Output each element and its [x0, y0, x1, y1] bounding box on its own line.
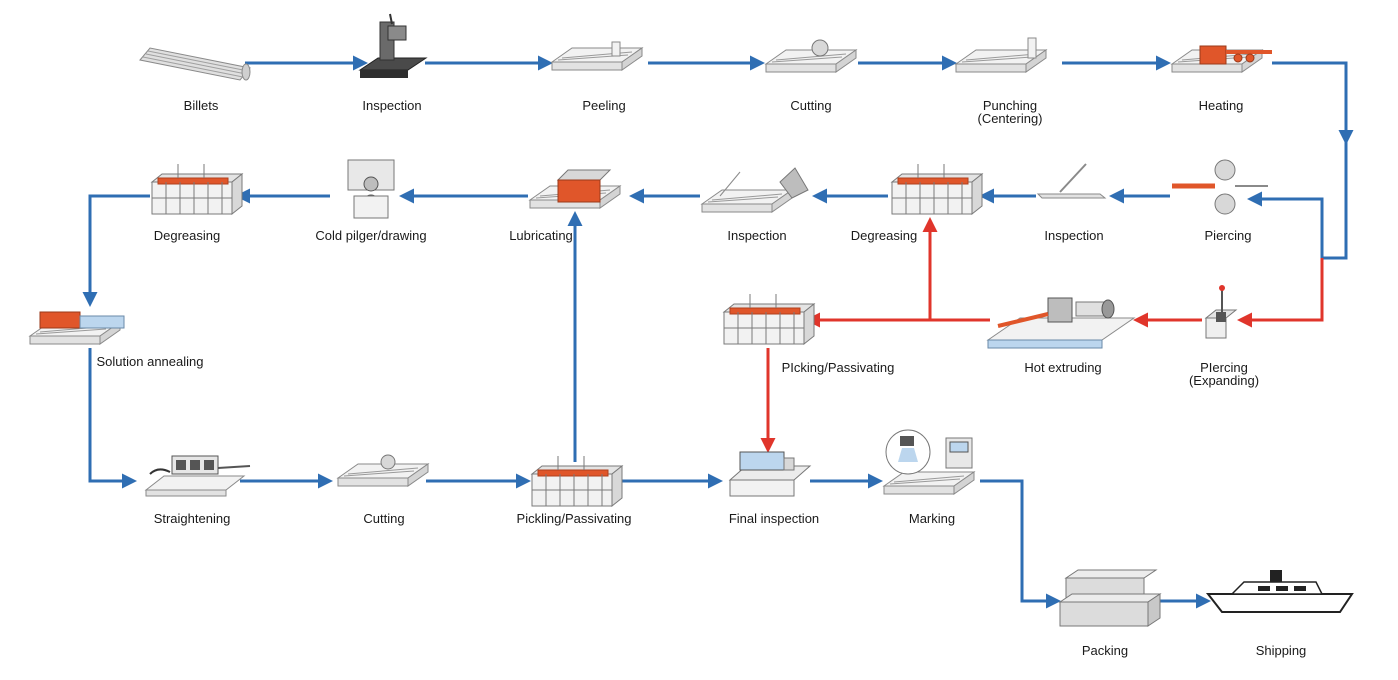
picking-passivating-tank-icon: [723, 293, 815, 345]
label-piercing: Piercing: [1205, 228, 1252, 243]
arrow-marking-packing: [980, 479, 1061, 609]
label-pickling-passivating: Pickling/Passivating: [517, 511, 632, 526]
piercing-mill-icon: [1172, 159, 1268, 215]
label-cutting-2: Cutting: [363, 511, 404, 526]
cutting-machine-icon-2: [337, 454, 429, 487]
inspection-machine-icon-3: [701, 167, 809, 213]
peeling-machine-icon: [551, 47, 643, 71]
label-solution-annealing: Solution annealing: [97, 354, 204, 369]
billets-icon: [139, 47, 251, 81]
marking-machine-icon: [883, 429, 975, 495]
inspection-station-icon: [358, 13, 428, 78]
punch-head-icon: [1027, 37, 1037, 59]
straightening-machine-icon: [144, 455, 251, 497]
label-marking: Marking: [909, 511, 955, 526]
ship-icon: [1205, 570, 1354, 613]
peeling-tool-icon: [611, 41, 621, 57]
label-shipping: Shipping: [1256, 643, 1307, 658]
label-picking-passivating: PIcking/Passivating: [782, 360, 895, 375]
label-punching: Punching: [983, 98, 1037, 113]
label-inspection-3: Inspection: [727, 228, 786, 243]
final-inspection-machine-icon: [728, 451, 812, 497]
label-piercing-expanding: PIercing: [1200, 360, 1248, 375]
arrow-into-piercing-expanding: [1237, 258, 1324, 328]
label-degreasing-2: Degreasing: [154, 228, 221, 243]
hot-extrusion-press-icon: [986, 297, 1136, 349]
label-degreasing-1: Degreasing: [851, 228, 918, 243]
cold-pilger-mill-icon: [347, 159, 395, 219]
cutting-machine-icon: [765, 49, 857, 73]
label-heating: Heating: [1199, 98, 1244, 113]
piercing-expanding-icon: [1204, 285, 1238, 339]
label-inspection-1: Inspection: [362, 98, 421, 113]
degreasing-tank-icon-1: [891, 163, 983, 215]
label-cold-pilger: Cold pilger/drawing: [315, 228, 426, 243]
arrow-degreasing-annealing: [82, 194, 150, 307]
label-packing: Packing: [1082, 643, 1128, 658]
label-piercing-expanding-sub: (Expanding): [1189, 373, 1259, 388]
label-peeling: Peeling: [582, 98, 625, 113]
label-final-inspection: Final inspection: [729, 511, 819, 526]
saw-blade-icon: [811, 39, 829, 57]
pickling-passivating-tank-icon: [531, 455, 623, 507]
line-right-column: [1322, 142, 1348, 260]
label-cutting-1: Cutting: [790, 98, 831, 113]
inspection-bench-icon-2: [1036, 163, 1107, 199]
packing-crates-icon: [1058, 569, 1162, 627]
arrow-into-piercing: [1247, 191, 1324, 258]
degreasing-tank-icon-2: [151, 163, 243, 215]
annealing-furnace-icon: [29, 311, 125, 345]
label-hot-extruding: Hot extruding: [1024, 360, 1101, 375]
label-lubricating: Lubricating: [509, 228, 573, 243]
label-straightening: Straightening: [154, 511, 231, 526]
step-labels: Billets Inspection Peeling Cutting Punch…: [97, 98, 1307, 658]
label-punching-sub: (Centering): [977, 111, 1042, 126]
hot-route-lines: [760, 217, 1324, 453]
label-inspection-2: Inspection: [1044, 228, 1103, 243]
heating-furnace-icon: [1171, 45, 1272, 73]
arrow-annealing-straightening: [88, 348, 137, 489]
cold-route-lines: [82, 55, 1354, 609]
label-billets: Billets: [184, 98, 219, 113]
arrow-heating-down: [1272, 61, 1354, 145]
lubricating-unit-icon: [529, 169, 621, 209]
